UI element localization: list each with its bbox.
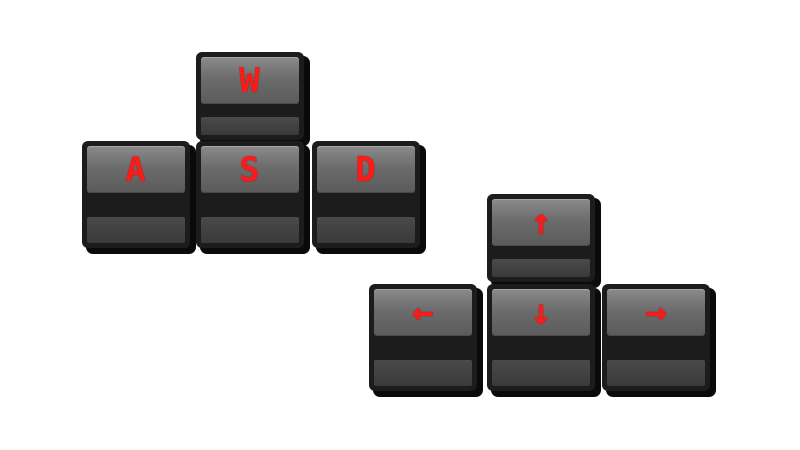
key-d[interactable]: D — [312, 141, 426, 254]
key-s[interactable]: S — [196, 141, 310, 254]
key-w[interactable]: W — [196, 52, 310, 146]
arrow-up-icon: ↑ — [530, 201, 552, 243]
key-s-label: S — [239, 149, 261, 190]
arrow-left-icon: ← — [412, 291, 434, 333]
key-a[interactable]: A — [82, 141, 196, 254]
key-d-label: D — [355, 149, 377, 190]
key-right[interactable]: → — [602, 284, 716, 397]
key-w-label: W — [239, 60, 261, 101]
key-left[interactable]: ← — [369, 284, 483, 397]
arrow-right-icon: → — [645, 291, 667, 333]
key-a-label: A — [125, 149, 147, 190]
key-down[interactable]: ↓ — [487, 284, 601, 397]
key-up[interactable]: ↑ — [487, 194, 601, 288]
arrow-down-icon: ↓ — [530, 291, 552, 333]
